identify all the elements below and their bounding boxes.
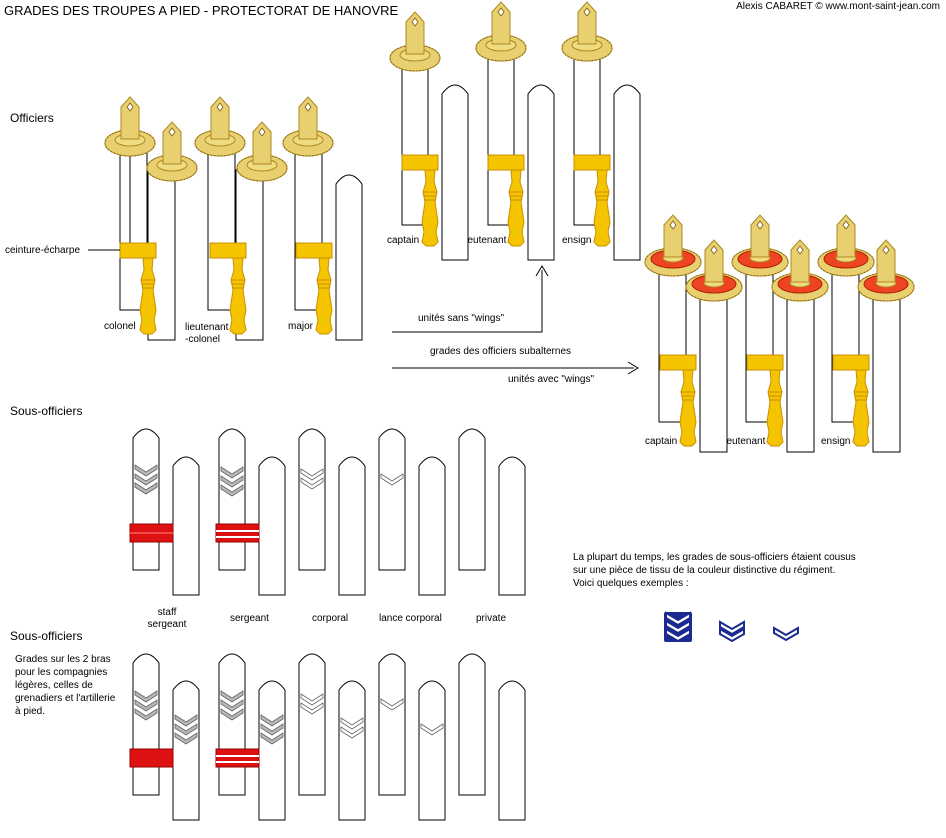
arrow-no-wings [392,265,549,333]
label-with-wings: unités avec "wings" [508,374,595,385]
officer-lieutenant [487,44,555,261]
nco-sleeves [132,428,526,596]
label-captain-wings: captain [645,436,678,447]
label-colonel: colonel [104,321,136,332]
officer-colonel [119,139,176,341]
label-corporal: corporal [312,613,349,624]
cloth-example-1 [773,627,799,641]
credit-text: Alexis CABARET © www.mont-saint-jean.com [736,1,940,12]
officer-ensign [573,44,641,261]
officer-captain-wings [658,261,728,453]
label-ensign-wings: ensign [821,436,851,447]
officer-major [294,139,363,341]
sergeant-sash [215,523,260,543]
section-nco-both-arms: Sous-officiers [10,629,83,643]
label-sash: ceinture-écharpe [5,245,81,256]
label-sergeant: sergeant [230,613,269,624]
label-lieutenant-wings: lieutenant [722,436,766,447]
page-title: GRADES DES TROUPES A PIED - PROTECTORAT … [4,3,399,18]
arrow-with-wings [392,361,639,375]
section-nco: Sous-officiers [10,404,83,418]
label-staff-sergeant: staff sergeant [147,607,187,630]
label-lt-colonel: lieutenant -colonel [185,322,229,345]
label-captain: captain [387,235,420,246]
label-lance-corporal: lance corporal [379,613,442,624]
label-no-wings: unités sans "wings" [418,313,505,324]
label-major: major [288,321,314,332]
note-cloth: La plupart du temps, les grades de sous-… [573,552,856,589]
officer-ensign-wings [831,261,901,453]
cloth-example-2 [719,621,745,642]
label-subaltern: grades des officiers subalternes [430,346,572,357]
officer-captain [401,54,469,261]
label-private: private [476,613,507,624]
cloth-example-3 [664,612,692,642]
label-ensign: ensign [562,235,592,246]
label-lieutenant: lieutenant [463,235,507,246]
section-officers: Officiers [10,111,54,125]
note-both-arms: Grades sur les 2 bras pour les compagnie… [15,654,116,717]
